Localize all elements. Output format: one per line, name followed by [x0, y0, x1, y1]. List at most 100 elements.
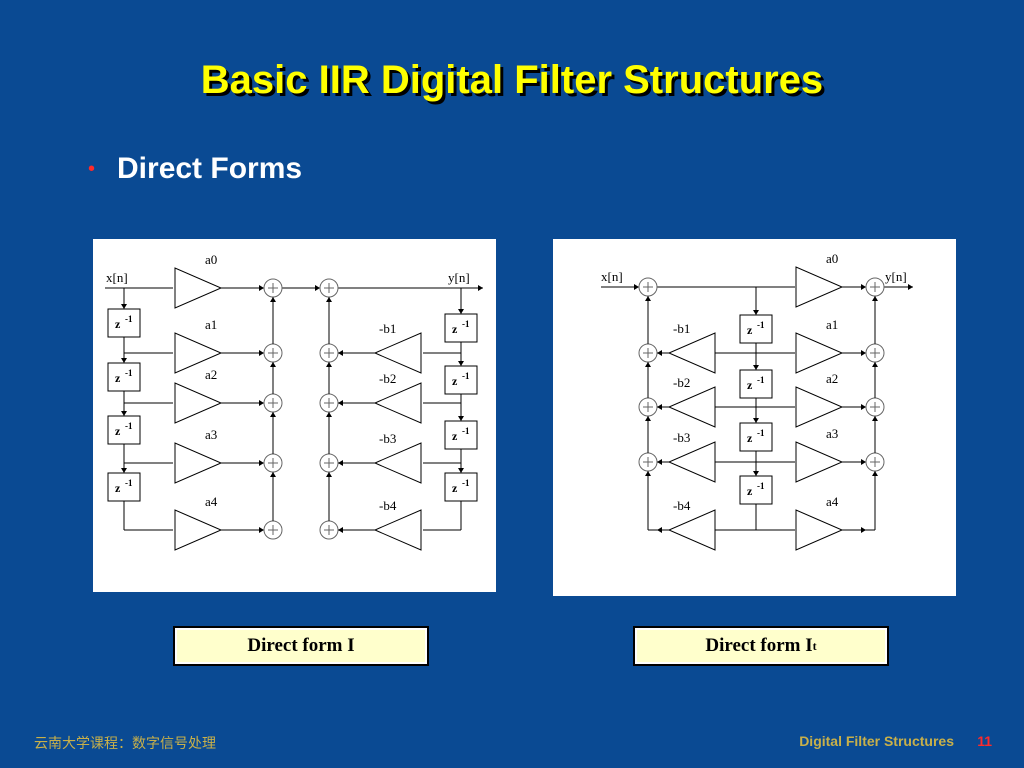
gain-triangle — [373, 382, 422, 424]
arrow-head — [753, 418, 759, 423]
arrow-head — [872, 471, 878, 476]
arrow-head — [645, 416, 651, 421]
arrow-head — [270, 297, 276, 302]
output-label: y[n] — [448, 270, 470, 285]
arrow-head — [270, 412, 276, 417]
delay-exponent: -1 — [757, 481, 765, 491]
delay-label: z — [115, 371, 121, 385]
delay-label: z — [452, 322, 458, 336]
arrow-head — [338, 527, 343, 533]
arrow-head — [861, 459, 866, 465]
arrow-head — [270, 362, 276, 367]
delay-label: z — [115, 481, 121, 495]
arrow-head — [458, 468, 464, 473]
delay-box — [107, 362, 141, 392]
delay-box — [444, 313, 478, 343]
arrow-head — [634, 284, 639, 290]
arrow-head — [326, 362, 332, 367]
gain-triangle — [795, 266, 844, 308]
arrow-head — [259, 527, 264, 533]
arrow-head — [326, 472, 332, 477]
delay-label: z — [452, 481, 458, 495]
delay-label: z — [747, 484, 753, 498]
gain-triangle — [667, 509, 716, 551]
delay-box — [739, 314, 773, 344]
arrow-head — [121, 411, 127, 416]
delay-exponent: -1 — [757, 320, 765, 330]
input-label: x[n] — [601, 269, 623, 284]
arrow-head — [259, 460, 264, 466]
delay-exponent: -1 — [125, 421, 133, 431]
gain-label: a4 — [205, 494, 218, 509]
gain-label: -b4 — [673, 498, 691, 513]
direct-form-1-svg: x[n]y[n]z-1z-1z-1z-1a0a1a2a3a4z-1z-1z-1z… — [105, 252, 483, 551]
caption-direct-form-1: Direct form I — [173, 626, 429, 666]
footer-topic: Digital Filter Structures — [799, 733, 954, 749]
gain-label: a0 — [826, 251, 838, 266]
footer-course: 云南大学课程：数字信号处理 — [34, 736, 216, 752]
input-label: x[n] — [106, 270, 128, 285]
gain-triangle — [795, 441, 844, 483]
gain-label: a3 — [826, 426, 838, 441]
delay-label: z — [747, 378, 753, 392]
arrow-head — [861, 350, 866, 356]
gain-triangle — [373, 442, 422, 484]
gain-label: a4 — [826, 494, 839, 509]
gain-label: a0 — [205, 252, 217, 267]
gain-label: -b3 — [673, 430, 690, 445]
arrow-head — [326, 297, 332, 302]
page-number: 11 — [977, 733, 992, 749]
delay-box — [739, 475, 773, 505]
caption-text: Direct form I — [705, 635, 813, 656]
gain-label: -b2 — [673, 375, 690, 390]
gain-label: -b2 — [379, 371, 396, 386]
delay-box — [739, 369, 773, 399]
arrow-head — [753, 471, 759, 476]
arrow-head — [338, 350, 343, 356]
bullet-icon: • — [88, 157, 96, 180]
delay-exponent: -1 — [125, 368, 133, 378]
arrow-head — [872, 416, 878, 421]
arrow-head — [458, 309, 464, 314]
arrow-head — [121, 468, 127, 473]
arrow-head — [645, 362, 651, 367]
gain-triangle — [174, 442, 223, 484]
arrow-head — [458, 416, 464, 421]
delay-label: z — [452, 429, 458, 443]
delay-box — [107, 415, 141, 445]
gain-label: -b1 — [673, 321, 690, 336]
gain-label: -b1 — [379, 321, 396, 336]
delay-exponent: -1 — [125, 314, 133, 324]
gain-triangle — [373, 509, 422, 551]
arrow-head — [121, 304, 127, 309]
delay-box — [444, 420, 478, 450]
arrow-head — [326, 412, 332, 417]
arrow-head — [645, 471, 651, 476]
gain-triangle — [174, 382, 223, 424]
arrow-head — [657, 350, 662, 356]
gain-triangle — [795, 332, 844, 374]
arrow-head — [270, 472, 276, 477]
arrow-head — [121, 358, 127, 363]
gain-triangle — [667, 332, 716, 374]
arrow-head — [908, 284, 913, 290]
gain-label: a1 — [826, 317, 838, 332]
delay-label: z — [115, 317, 121, 331]
arrow-head — [861, 404, 866, 410]
gain-triangle — [795, 386, 844, 428]
gain-label: a1 — [205, 317, 217, 332]
gain-triangle — [174, 267, 223, 309]
delay-box — [444, 472, 478, 502]
arrow-head — [259, 350, 264, 356]
delay-label: z — [747, 323, 753, 337]
delay-exponent: -1 — [462, 371, 470, 381]
arrow-head — [458, 361, 464, 366]
arrow-head — [872, 362, 878, 367]
delay-exponent: -1 — [757, 375, 765, 385]
arrow-head — [753, 365, 759, 370]
slide-title: Basic IIR Digital Filter Structures — [200, 58, 824, 102]
gain-label: a2 — [205, 367, 217, 382]
delay-box — [739, 422, 773, 452]
